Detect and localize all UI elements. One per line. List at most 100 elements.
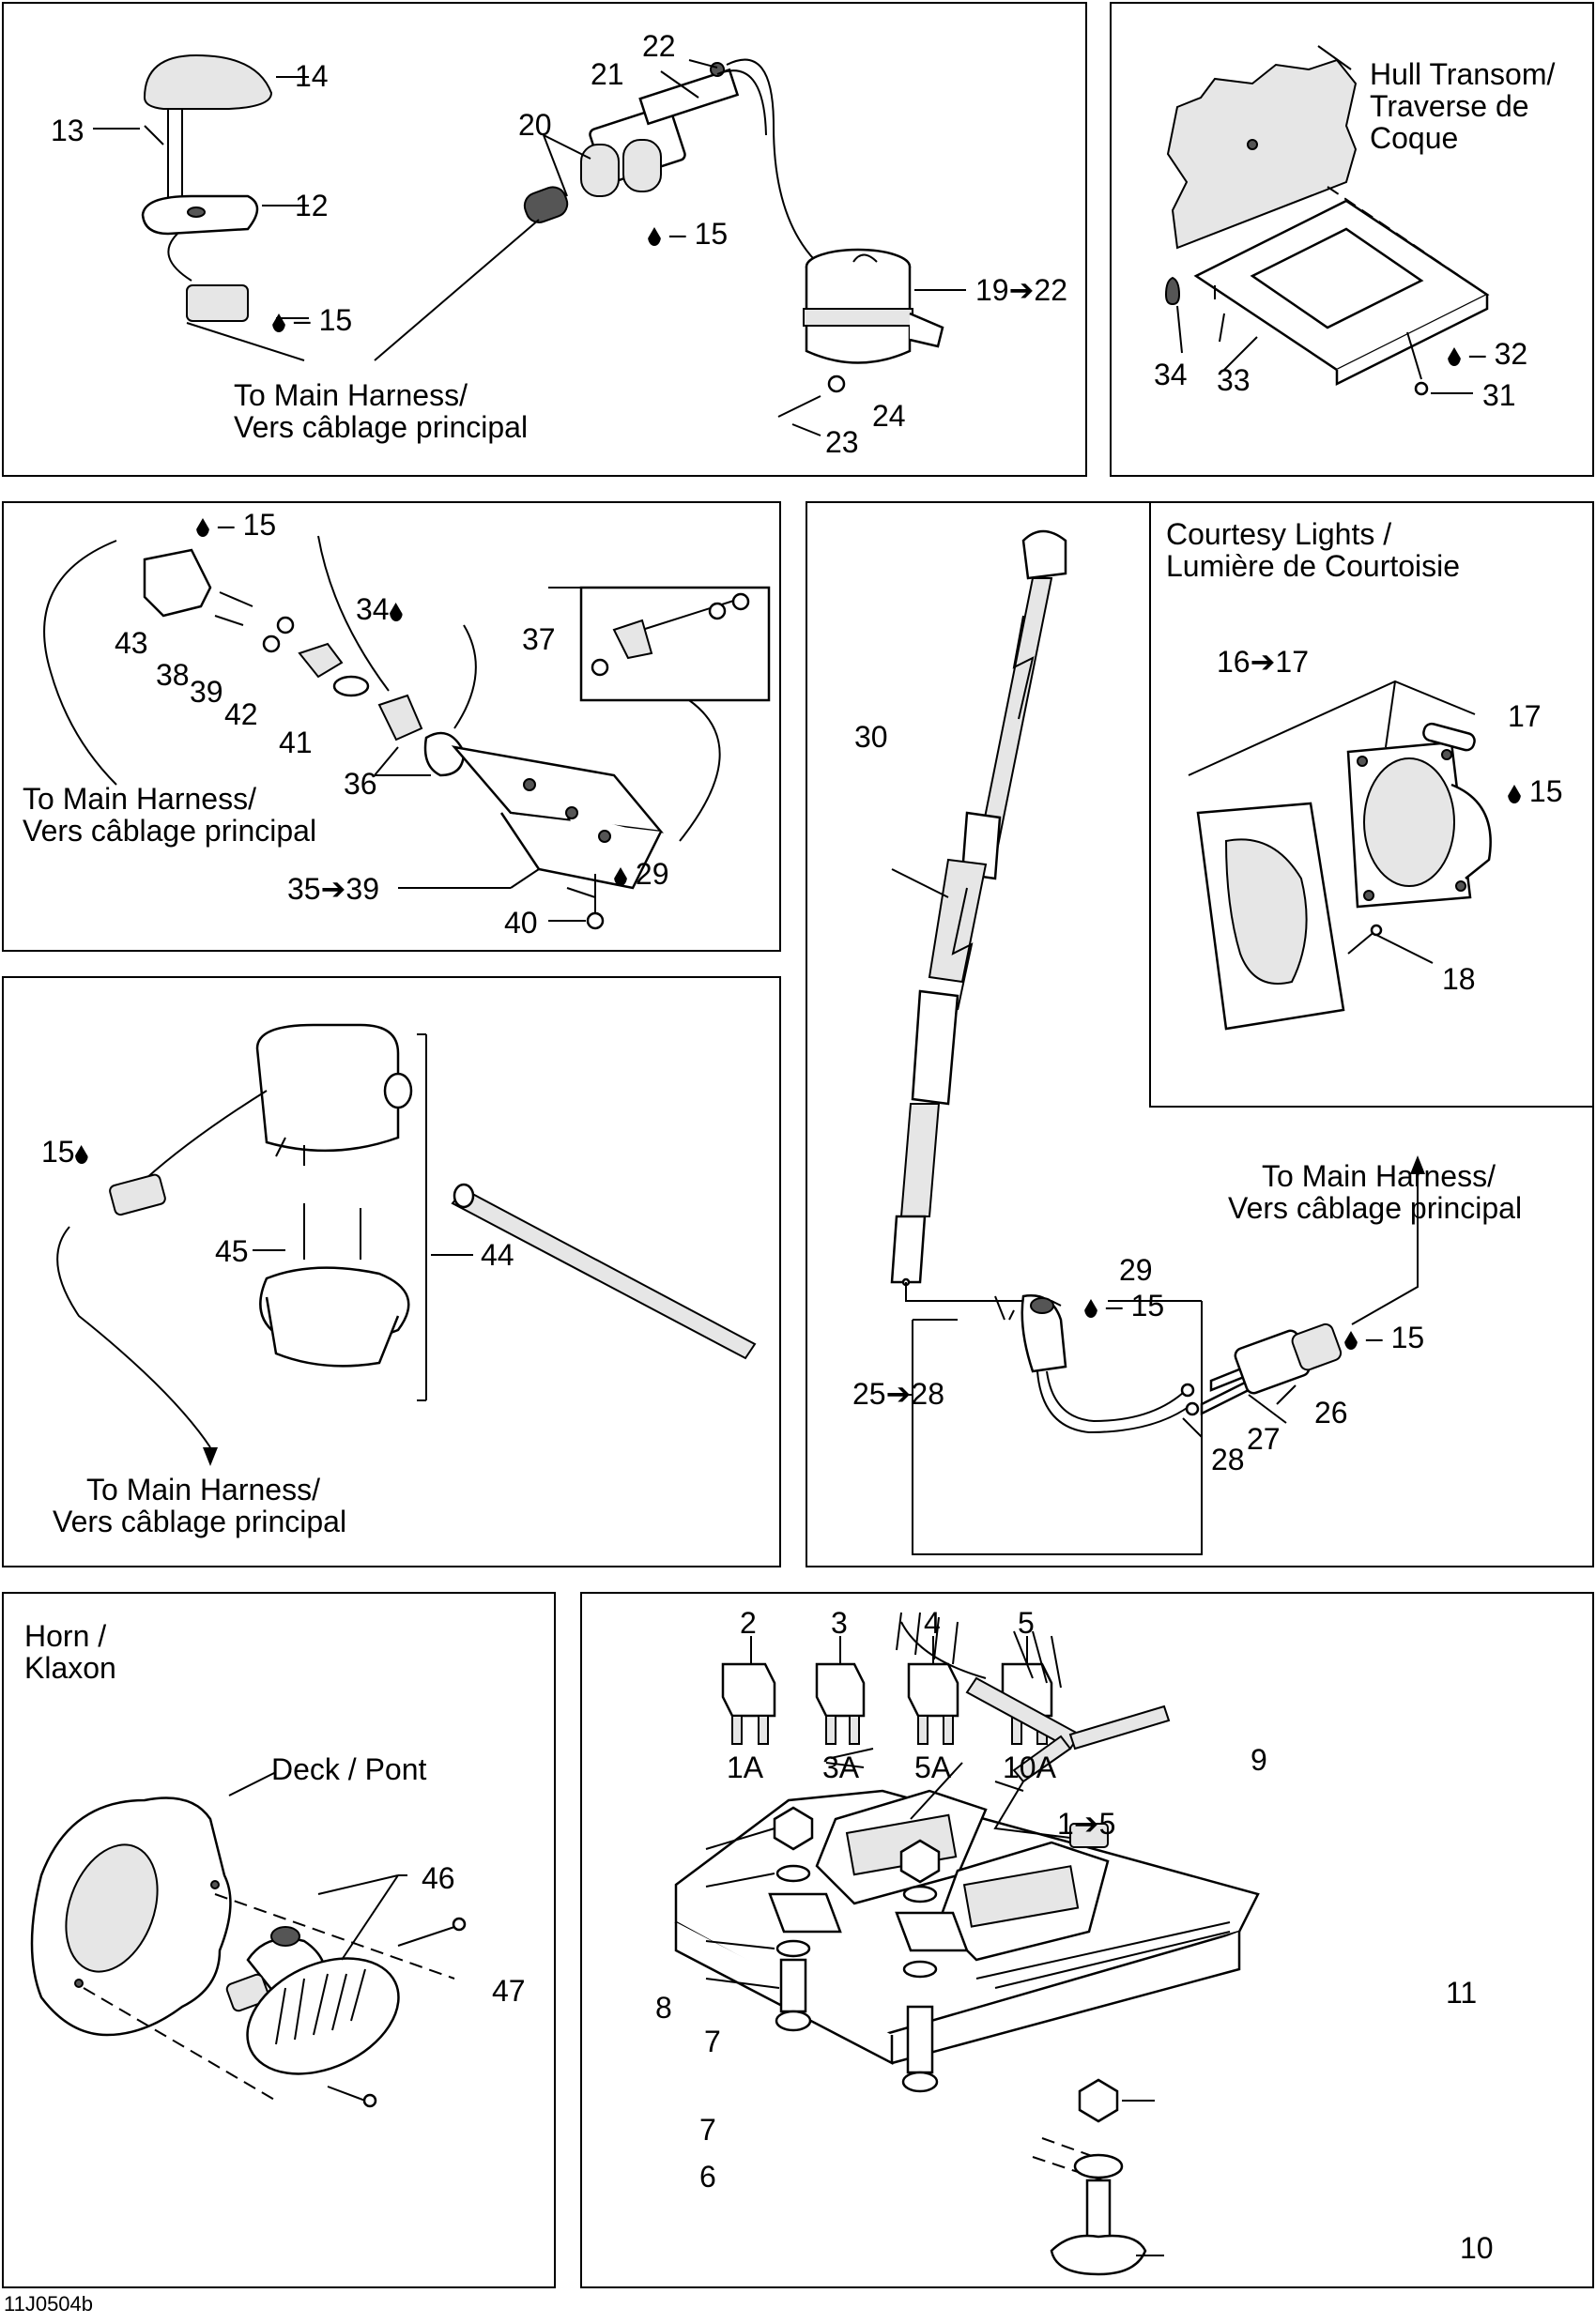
callout-15-e: – 15 bbox=[1344, 1322, 1424, 1353]
callout-22: 22 bbox=[642, 29, 676, 63]
panel-hull-transom-drawing bbox=[1164, 45, 1490, 396]
callout-45: 45 bbox=[215, 1234, 249, 1268]
callout-46: 46 bbox=[422, 1861, 455, 1895]
callout-fuse-3: 3 bbox=[831, 1606, 848, 1640]
drawing-code: 11J0504b bbox=[4, 2292, 94, 2316]
callout-39: 39 bbox=[190, 675, 223, 709]
fuse-rating-5a: 5A bbox=[914, 1751, 952, 1784]
panel-navigation-light: 14 13 12 – 15 22 21 20 – 15 19➔22 24 23 … bbox=[2, 2, 1087, 477]
traverse-de-label: Traverse de bbox=[1370, 89, 1529, 123]
callout-43: 43 bbox=[115, 626, 148, 660]
panel-bilge-pump-drawing bbox=[56, 1023, 757, 1466]
callout-26: 26 bbox=[1314, 1396, 1348, 1430]
klaxon-label: Klaxon bbox=[24, 1651, 116, 1685]
callout-9: 9 bbox=[1251, 1743, 1267, 1777]
coque-label: Coque bbox=[1370, 121, 1459, 155]
panel-navigation-light-drawing bbox=[93, 54, 966, 436]
sealant-drop-icon bbox=[1344, 1331, 1358, 1350]
callout-15-a: – 15 bbox=[272, 304, 352, 336]
callout-1-5: 1➔5 bbox=[1057, 1807, 1116, 1841]
vers-cablage-label-3: Vers câblage principal bbox=[1228, 1191, 1523, 1225]
fuse-rating-1a: 1A bbox=[727, 1751, 764, 1784]
callout-fuse-5: 5 bbox=[1018, 1606, 1035, 1640]
callout-25-28: 25➔28 bbox=[852, 1377, 944, 1411]
horn-label: Horn / bbox=[24, 1619, 107, 1653]
callout-6: 6 bbox=[699, 2160, 716, 2194]
sealant-drop-icon bbox=[648, 227, 661, 246]
fuse-rating-10a: 10A bbox=[1003, 1751, 1056, 1784]
to-main-harness-label-3: To Main Harness/ bbox=[1262, 1159, 1496, 1193]
callout-10: 10 bbox=[1460, 2231, 1494, 2265]
fuse-rating-3a: 3A bbox=[822, 1751, 860, 1784]
deck-pont-label: Deck / Pont bbox=[271, 1752, 427, 1786]
callout-21: 21 bbox=[591, 57, 624, 91]
sealant-drop-icon bbox=[74, 1145, 88, 1164]
callout-37: 37 bbox=[522, 622, 556, 656]
callout-23: 23 bbox=[825, 425, 859, 459]
callout-31: 31 bbox=[1482, 378, 1516, 412]
callout-34: 34 bbox=[1154, 358, 1188, 391]
panel-cable-socket-drawing bbox=[890, 529, 1425, 1555]
callout-15-b: – 15 bbox=[648, 218, 728, 250]
callout-12: 12 bbox=[295, 189, 329, 222]
vers-cablage-label-4: Vers câblage principal bbox=[53, 1505, 347, 1538]
callout-fuse-4: 4 bbox=[924, 1606, 941, 1640]
sealant-drop-icon bbox=[1084, 1299, 1097, 1318]
callout-28: 28 bbox=[1211, 1443, 1245, 1476]
callout-8: 8 bbox=[655, 1991, 672, 2025]
sealant-drop-icon bbox=[1508, 785, 1521, 803]
callout-29-b: 29 bbox=[1119, 1253, 1153, 1287]
callout-35-39: 35➔39 bbox=[287, 872, 379, 906]
callout-fuse-2: 2 bbox=[740, 1606, 757, 1640]
callout-30: 30 bbox=[854, 720, 888, 754]
callout-41: 41 bbox=[279, 726, 313, 759]
panel-horn: Horn / Klaxon Deck / Pont 46 47 bbox=[2, 1592, 556, 2288]
callout-32: – 32 bbox=[1448, 338, 1527, 370]
callout-20: 20 bbox=[518, 108, 552, 142]
callout-7-b: 7 bbox=[699, 2113, 716, 2147]
panel-fuse-box: 2 3 4 5 1A 3A 5A 10A 1➔5 9 8 7 7 6 11 10 bbox=[580, 1592, 1594, 2288]
callout-44: 44 bbox=[481, 1238, 514, 1272]
courtesy-lights-label: Courtesy Lights / bbox=[1166, 517, 1392, 551]
callout-34-b: 34 bbox=[356, 593, 403, 625]
callout-38: 38 bbox=[156, 658, 190, 692]
sealant-drop-icon bbox=[196, 518, 209, 537]
callout-11: 11 bbox=[1446, 1976, 1478, 2010]
sealant-drop-icon bbox=[1448, 347, 1461, 366]
to-main-harness-label-4: To Main Harness/ bbox=[86, 1473, 320, 1506]
panel-bilge-pump: 15 45 44 To Main Harness/ Vers câblage p… bbox=[2, 976, 781, 1567]
vers-cablage-label-2: Vers câblage principal bbox=[23, 814, 317, 848]
callout-17: 17 bbox=[1508, 699, 1542, 733]
callout-47: 47 bbox=[492, 1974, 526, 2008]
callout-40: 40 bbox=[504, 906, 538, 940]
callout-27: 27 bbox=[1247, 1422, 1281, 1456]
callout-15-f: 15 bbox=[1508, 775, 1562, 807]
panel-courtesy-lights-drawing bbox=[1188, 680, 1492, 1031]
hull-transom-label: Hull Transom/ bbox=[1370, 57, 1556, 91]
sealant-drop-icon bbox=[614, 867, 627, 886]
to-main-harness-label-1: To Main Harness/ bbox=[234, 378, 468, 412]
to-main-harness-label-2: To Main Harness/ bbox=[23, 782, 256, 816]
vers-cablage-label-1: Vers câblage principal bbox=[234, 410, 529, 444]
panel-hull-transom: Hull Transom/ Traverse de Coque 34 33 – … bbox=[1110, 2, 1594, 477]
callout-36: 36 bbox=[344, 767, 377, 801]
callout-18: 18 bbox=[1442, 962, 1476, 996]
callout-19-22: 19➔22 bbox=[975, 273, 1067, 307]
callout-24: 24 bbox=[872, 399, 906, 433]
fuse-icons bbox=[721, 1636, 1053, 1745]
callout-15-c: – 15 bbox=[196, 509, 276, 541]
callout-42: 42 bbox=[224, 697, 258, 731]
callout-33: 33 bbox=[1217, 363, 1251, 397]
panel-horn-drawing bbox=[30, 1771, 467, 2108]
callout-15-d: – 15 bbox=[1084, 1290, 1164, 1322]
lumiere-label: Lumière de Courtoisie bbox=[1166, 549, 1461, 583]
callout-14: 14 bbox=[295, 59, 329, 93]
panel-fuse-box-drawing bbox=[674, 1612, 1260, 2276]
callout-13: 13 bbox=[51, 114, 84, 147]
callout-7-a: 7 bbox=[704, 2025, 721, 2058]
sealant-drop-icon bbox=[272, 313, 285, 332]
panel-courtesy-lights: Courtesy Lights / Lumière de Courtoisie … bbox=[1149, 501, 1594, 1108]
panel-sender-bracket: – 15 34 37 43 38 39 42 41 36 To Main Har… bbox=[2, 501, 781, 952]
callout-15-g: 15 bbox=[41, 1136, 88, 1168]
callout-29: 29 bbox=[614, 858, 668, 890]
